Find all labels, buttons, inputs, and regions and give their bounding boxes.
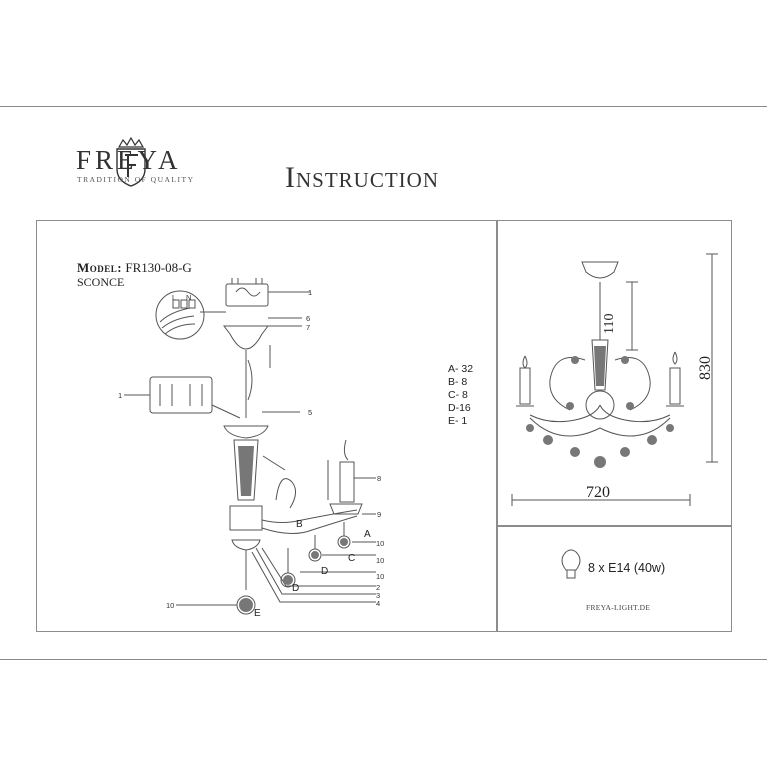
model-line: Model: FR130-08-G bbox=[77, 260, 192, 276]
product-type: SCONCE bbox=[77, 275, 125, 289]
callout-10-a: 10 bbox=[376, 539, 384, 548]
part-letter-a: A bbox=[364, 529, 371, 540]
part-letter-d-2: D bbox=[292, 583, 299, 594]
parts-item: E- 1 bbox=[448, 415, 468, 427]
callout-1-top: 1 bbox=[308, 288, 312, 297]
dimension-110: 110 bbox=[602, 313, 617, 334]
callout-8: 8 bbox=[377, 474, 381, 483]
parts-item: A- 32 bbox=[448, 363, 474, 375]
dimension-panel bbox=[496, 220, 732, 527]
callout-9: 9 bbox=[377, 510, 381, 519]
freya-crest-icon bbox=[116, 137, 146, 187]
callout-3: 3 bbox=[376, 591, 380, 600]
callout-10-d: 10 bbox=[166, 601, 174, 610]
instruction-sheet bbox=[0, 106, 767, 660]
assembly-panel bbox=[36, 220, 498, 632]
wire-label-l: L bbox=[172, 293, 176, 302]
model-label: Model: bbox=[77, 260, 123, 275]
callout-5: 5 bbox=[308, 408, 312, 417]
callout-7: 7 bbox=[306, 323, 310, 332]
brand-name: FREYA bbox=[76, 145, 182, 175]
parts-item: C- 8 bbox=[448, 389, 468, 401]
callout-4: 4 bbox=[376, 599, 380, 608]
callout-2: 2 bbox=[376, 583, 380, 592]
spec-panel bbox=[496, 525, 732, 632]
parts-item: B- 8 bbox=[448, 376, 468, 388]
bulb-spec: 8 x E14 (40w) bbox=[588, 561, 666, 575]
page-title: Instruction bbox=[285, 161, 439, 194]
part-letter-d: D bbox=[321, 566, 328, 577]
model-value: FR130-08-G bbox=[125, 260, 192, 275]
wire-label-n: N bbox=[186, 293, 191, 302]
website: FREYA-LIGHT.DE bbox=[586, 603, 651, 612]
brand-tagline: TRADITION OF QUALITY bbox=[77, 175, 195, 184]
dimension-830: 830 bbox=[697, 356, 714, 380]
parts-list: A- 32 B- 8 C- 8 D-16 E- 1 bbox=[448, 363, 473, 428]
part-letter-e: E bbox=[254, 608, 261, 619]
parts-item: D-16 bbox=[448, 402, 471, 414]
part-letter-c: C bbox=[348, 553, 355, 564]
callout-6: 6 bbox=[306, 314, 310, 323]
callout-10-b: 10 bbox=[376, 556, 384, 565]
callout-1-left: 1 bbox=[118, 391, 122, 400]
dimension-720: 720 bbox=[586, 484, 610, 501]
part-letter-b: B bbox=[296, 519, 303, 530]
callout-10-c: 10 bbox=[376, 572, 384, 581]
